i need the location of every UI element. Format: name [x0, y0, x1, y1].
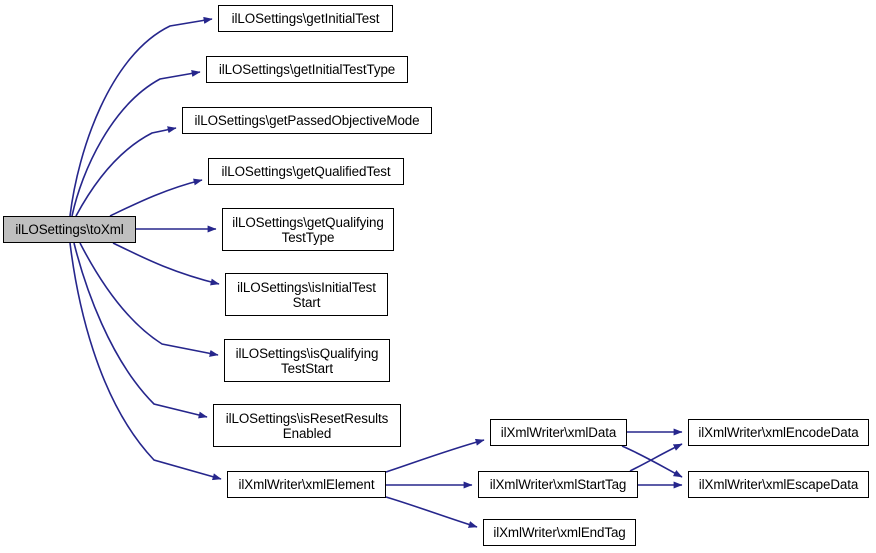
graph-node-label: ilXmlWriter\xmlEscapeData — [698, 477, 859, 492]
graph-node-isQualifyingTestStart[interactable]: ilLOSettings\isQualifying TestStart — [224, 339, 390, 382]
graph-node-xmlEndTag[interactable]: ilXmlWriter\xmlEndTag — [483, 519, 636, 546]
call-edge-toXml-to-getInitialTestType — [71, 70, 201, 217]
graph-node-label: ilLOSettings\getQualifying TestType — [232, 214, 384, 245]
graph-node-label: ilXmlWriter\xmlEncodeData — [698, 425, 859, 440]
graph-node-isInitialTestStart[interactable]: ilLOSettings\isInitialTest Start — [225, 273, 388, 316]
graph-node-label: ilLOSettings\getQualifiedTest — [221, 164, 391, 179]
call-edge-toXml-to-isResetResultsEnabled — [73, 242, 208, 419]
graph-node-label: ilLOSettings\toXml — [15, 222, 124, 237]
graph-node-toXml[interactable]: ilLOSettings\toXml — [3, 216, 136, 243]
graph-node-xmlElement[interactable]: ilXmlWriter\xmlElement — [227, 471, 386, 498]
graph-node-label: ilLOSettings\getPassedObjectiveMode — [194, 113, 420, 128]
graph-node-xmlEscapeData[interactable]: ilXmlWriter\xmlEscapeData — [688, 471, 869, 498]
graph-node-xmlData[interactable]: ilXmlWriter\xmlData — [490, 419, 627, 446]
call-edge-toXml-to-xmlElement — [69, 242, 222, 481]
graph-node-label: ilLOSettings\getInitialTestType — [218, 62, 396, 77]
graph-node-xmlStartTag[interactable]: ilXmlWriter\xmlStartTag — [478, 471, 638, 498]
graph-node-label: ilLOSettings\isResetResults Enabled — [225, 410, 389, 441]
graph-node-xmlEncodeData[interactable]: ilXmlWriter\xmlEncodeData — [688, 419, 869, 446]
call-edge-toXml-to-getQualifiedTest — [109, 178, 203, 217]
graph-node-getQualifiedTest[interactable]: ilLOSettings\getQualifiedTest — [208, 158, 404, 185]
graph-node-isResetResultsEnabled[interactable]: ilLOSettings\isResetResults Enabled — [213, 404, 401, 447]
graph-node-label: ilLOSettings\isQualifying TestStart — [235, 345, 379, 376]
call-edge-toXml-to-getPassedObjectiveMode — [75, 126, 177, 217]
graph-node-label: ilXmlWriter\xmlData — [500, 425, 617, 440]
graph-node-label: ilLOSettings\isInitialTest Start — [237, 279, 376, 310]
graph-node-getQualifyingTestType[interactable]: ilLOSettings\getQualifying TestType — [222, 208, 394, 251]
call-edge-xmlStartTag-to-xmlEncodeData — [629, 443, 683, 472]
graph-node-label: ilLOSettings\getInitialTest — [231, 11, 380, 26]
graph-node-label: ilXmlWriter\xmlEndTag — [493, 525, 626, 540]
graph-node-label: ilXmlWriter\xmlElement — [238, 477, 375, 492]
graph-node-label: ilXmlWriter\xmlStartTag — [489, 477, 627, 492]
call-edge-xmlElement-to-xmlEndTag — [385, 496, 478, 528]
graph-node-getInitialTest[interactable]: ilLOSettings\getInitialTest — [218, 5, 393, 32]
call-edge-toXml-to-isInitialTestStart — [112, 242, 220, 286]
graph-node-getPassedObjectiveMode[interactable]: ilLOSettings\getPassedObjectiveMode — [182, 107, 432, 134]
call-edge-toXml-to-isQualifyingTestStart — [79, 242, 219, 357]
graph-node-getInitialTestType[interactable]: ilLOSettings\getInitialTestType — [206, 56, 408, 83]
